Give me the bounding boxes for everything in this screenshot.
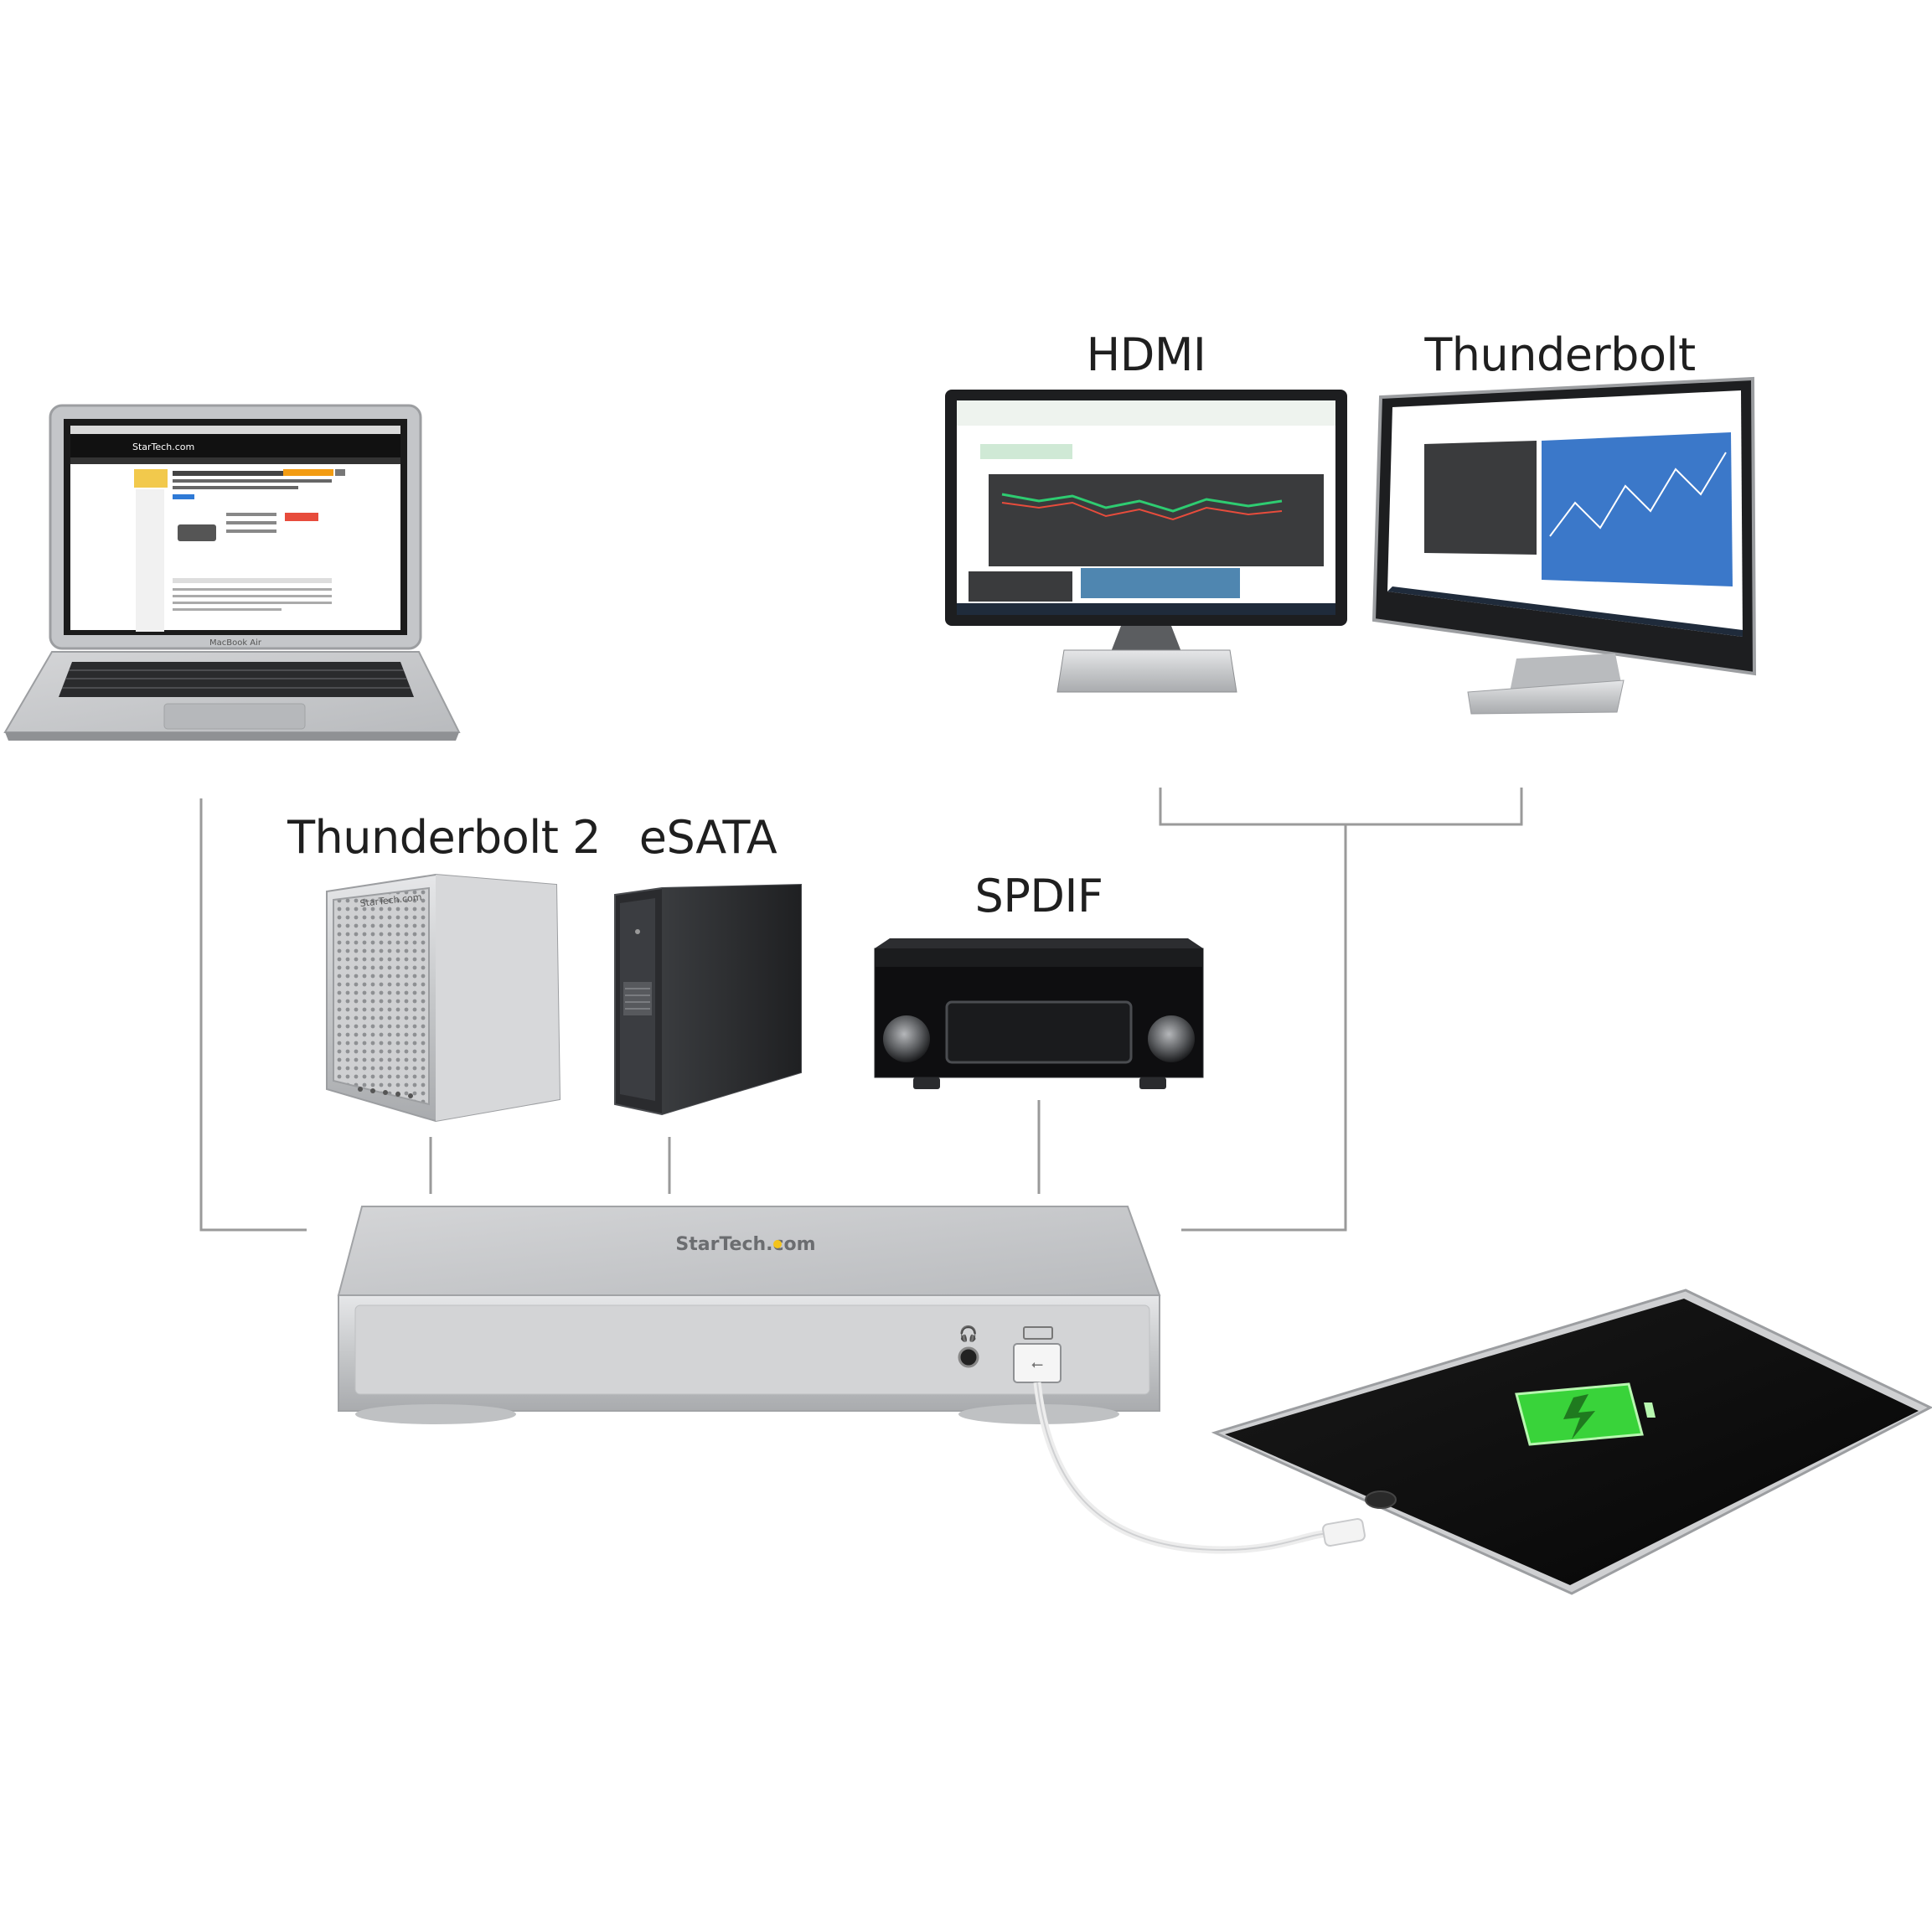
dock: StarTech.com 🎧 ⭠: [337, 1206, 1161, 1424]
usb-icon: ⭠: [1031, 1356, 1043, 1373]
headphone-icon: 🎧: [959, 1325, 978, 1343]
line-monitors: [1159, 788, 1523, 826]
thunderbolt2-enclosure: StarTech.com: [326, 873, 561, 1123]
label-hdmi: HDMI: [1086, 328, 1206, 381]
monitor-hdmi: [945, 390, 1347, 693]
connector-lines: [199, 788, 1523, 1232]
line-laptop: [199, 798, 307, 1232]
battery-charging-icon: [1515, 1382, 1656, 1446]
laptop: StarTech.com Mac: [3, 404, 461, 741]
monitor-thunderbolt-screen: [1387, 390, 1743, 637]
receiver-knob-left: [883, 1015, 930, 1062]
label-thunderbolt-2: Thunderbolt 2: [287, 811, 601, 864]
dock-brand: StarTech.com: [675, 1234, 815, 1255]
dock-audio-port: [958, 1346, 979, 1368]
laptop-model: MacBook Air: [209, 638, 262, 648]
laptop-site-brand: StarTech.com: [132, 442, 194, 452]
tablet: [1211, 1289, 1932, 1595]
esata-enclosure: [614, 883, 802, 1116]
receiver-knob-right: [1148, 1015, 1195, 1062]
label-spdif: SPDIF: [974, 870, 1103, 922]
laptop-keyboard: [59, 662, 414, 697]
monitor-hdmi-screen: [957, 400, 1335, 615]
label-esata: eSATA: [638, 811, 777, 864]
spdif-receiver: [874, 938, 1204, 1089]
label-thunderbolt: Thunderbolt: [1424, 328, 1696, 381]
laptop-screen: StarTech.com: [70, 426, 400, 632]
monitor-thunderbolt: [1372, 376, 1757, 715]
line-monitors-dock: [1181, 824, 1347, 1232]
